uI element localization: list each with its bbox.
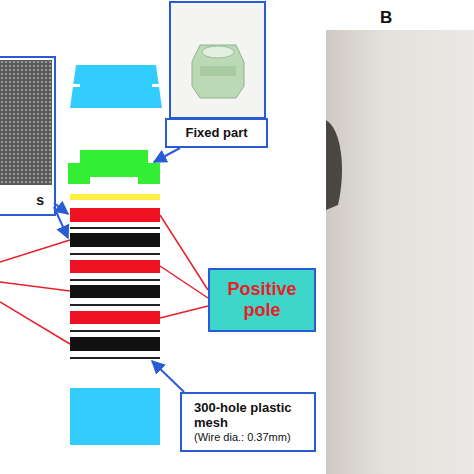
node-label: s — [36, 192, 44, 208]
node-label: Fixed part — [185, 126, 247, 141]
device-photo — [326, 30, 474, 474]
panel-label: B — [380, 8, 392, 28]
mesh-spec-label: 300-hole plastic mesh(Wire dia.: 0.37mm) — [180, 392, 316, 452]
pole-lines — [0, 215, 208, 344]
node-note: (Wire dia.: 0.37mm) — [194, 431, 308, 444]
node-label: 300-hole plastic mesh — [194, 401, 308, 431]
nut-photo — [192, 45, 244, 98]
leader-arrows — [54, 148, 184, 392]
mesh-photo — [0, 60, 52, 185]
fixed-part-label: Fixed part — [165, 118, 268, 148]
mesh-callout-box: s — [0, 56, 56, 216]
node-label: Positive pole — [210, 279, 314, 320]
device-photo-detail — [326, 120, 342, 210]
fixed-part-photo — [170, 2, 265, 118]
positive-pole-label: Positive pole — [208, 268, 316, 332]
cell-stack — [68, 65, 162, 445]
